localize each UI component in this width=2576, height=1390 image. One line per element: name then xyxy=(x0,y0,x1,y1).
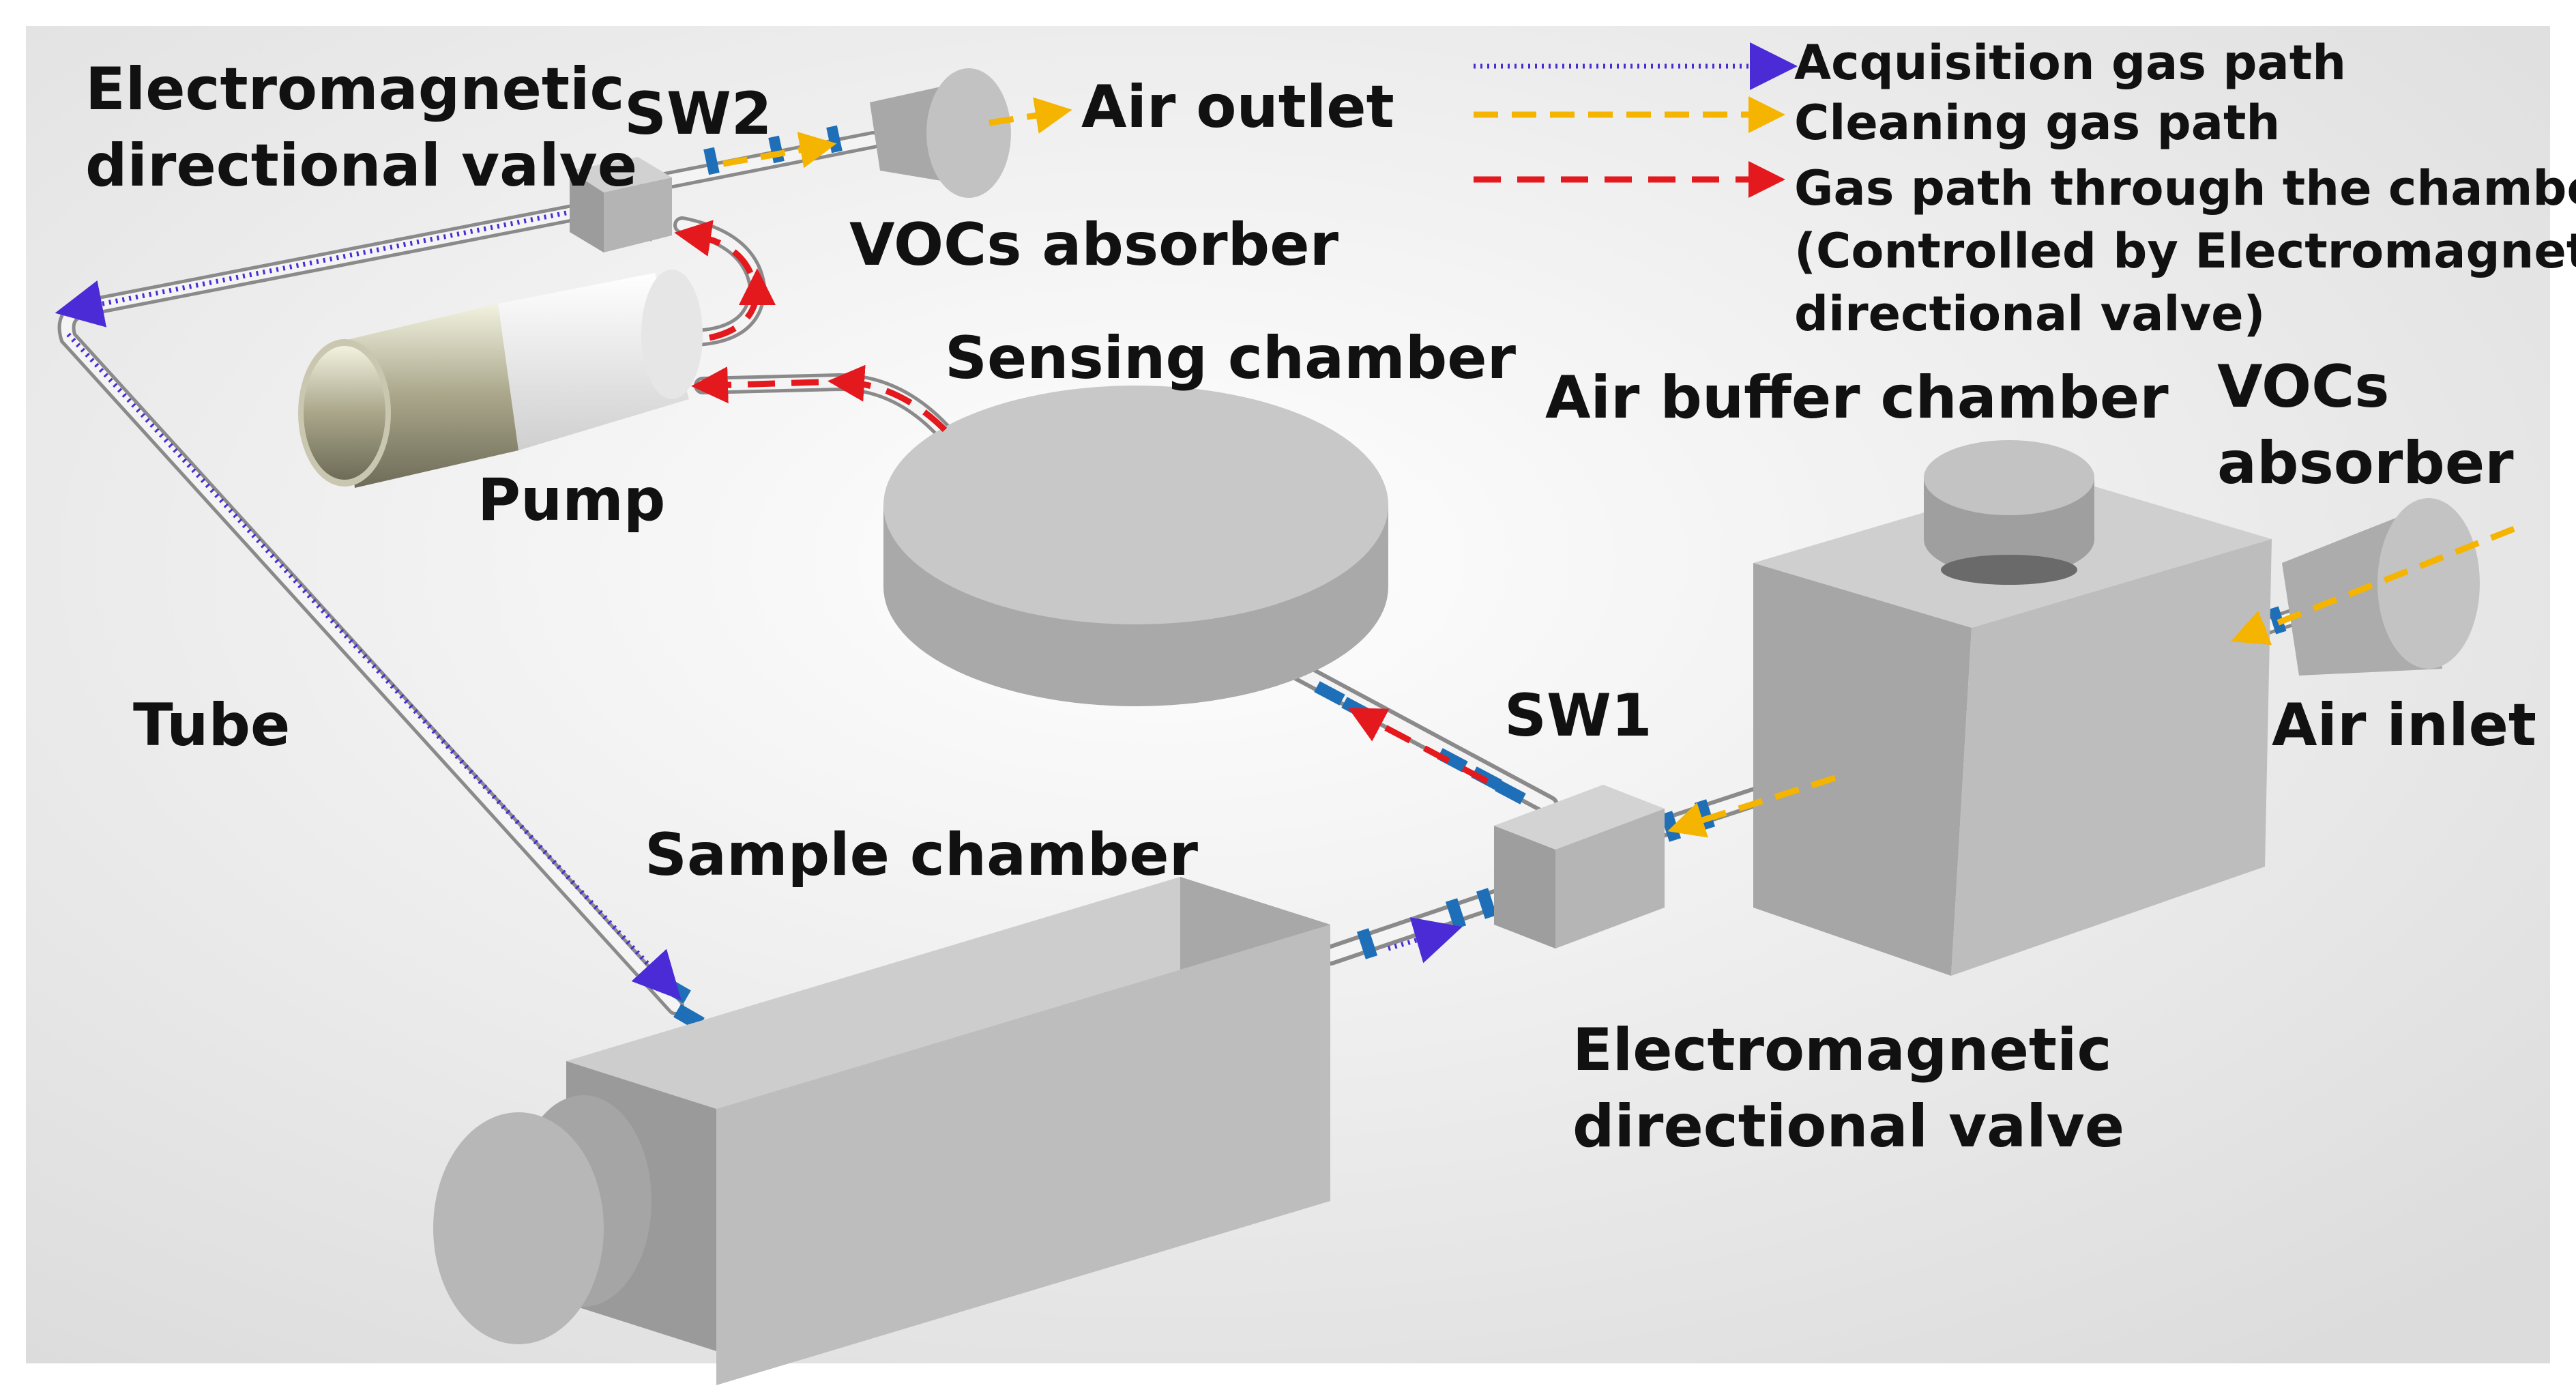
vocs-absorber-top xyxy=(870,68,1011,198)
label-vocs-absorber-top: VOCs absorber xyxy=(849,211,1339,279)
label-air-inlet: Air inlet xyxy=(2272,691,2536,759)
sample-chamber-end-cap xyxy=(433,1095,652,1344)
cleaning-arrow-inlet xyxy=(2230,525,2515,646)
label-valve-top-1: Electromagnetic xyxy=(85,55,624,124)
air-buffer-chamber xyxy=(1753,474,2272,976)
legend-through-label-3: directional valve) xyxy=(1794,286,2266,342)
acquisition-arrow-tube-top xyxy=(55,210,567,328)
label-sw2: SW2 xyxy=(624,80,772,148)
legend-cleaning-label: Cleaning gas path xyxy=(1794,95,2280,151)
through-arrow-pump-up xyxy=(709,268,776,341)
acquisition-path xyxy=(55,210,1463,1000)
sensing-chamber xyxy=(883,386,1388,706)
legend-acquisition-label: Acquisition gas path xyxy=(1794,35,2346,91)
label-valve-bottom-2: directional valve xyxy=(1572,1092,2124,1161)
cleaning-arrow-buffer xyxy=(1667,774,1836,838)
label-sensing-chamber: Sensing chamber xyxy=(945,324,1517,392)
cleaning-arrow-outlet xyxy=(989,97,1072,134)
label-air-outlet: Air outlet xyxy=(1081,73,1394,141)
through-arrow-pump-in xyxy=(691,366,819,404)
cleaning-path xyxy=(722,97,2515,838)
legend: Acquisition gas path Cleaning gas path G… xyxy=(1474,35,2576,342)
label-valve-bottom-1: Electromagnetic xyxy=(1572,1016,2111,1084)
sw1-valve xyxy=(1494,785,1665,949)
legend-through-label-1: Gas path through the chamber xyxy=(1794,160,2576,216)
sw2-valve xyxy=(570,157,672,252)
label-sample-chamber: Sample chamber xyxy=(645,821,1199,889)
legend-through-label-2: (Controlled by Electromagnetic xyxy=(1794,223,2576,279)
label-vocs-absorber-right-1: VOCs xyxy=(2217,353,2389,421)
label-valve-top-2: directional valve xyxy=(85,132,637,200)
pump xyxy=(298,270,703,488)
through-chamber-path xyxy=(674,220,1489,784)
cleaning-arrow-absorber-top xyxy=(722,132,837,169)
through-arrow-to-sw2 xyxy=(674,220,754,274)
buffer-top-cap xyxy=(1924,440,2094,585)
label-tube: Tube xyxy=(133,691,290,759)
through-arrow-sensing-out xyxy=(828,364,948,433)
label-sw1: SW1 xyxy=(1504,682,1652,750)
label-air-buffer-chamber: Air buffer chamber xyxy=(1545,364,2169,432)
component-labels: Electromagnetic directional valve SW2 Ai… xyxy=(85,55,2536,1161)
label-pump: Pump xyxy=(478,466,665,534)
label-vocs-absorber-right-2: absorber xyxy=(2217,429,2514,497)
through-arrow-to-sensing xyxy=(1348,708,1489,784)
